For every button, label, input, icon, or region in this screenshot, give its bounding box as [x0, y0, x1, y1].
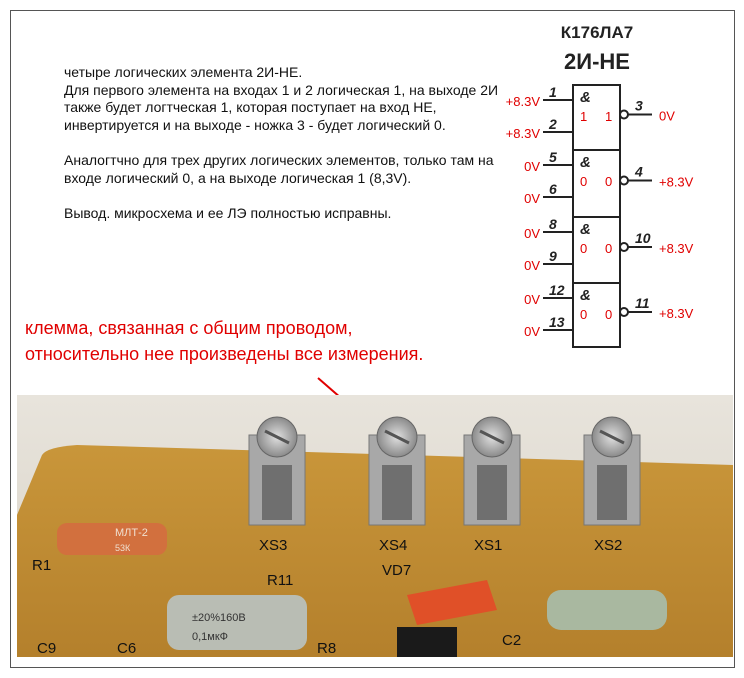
label-r11: R11: [267, 572, 293, 589]
input-pin-number: 13: [549, 314, 565, 330]
output-pin-number: 3: [635, 98, 643, 114]
screw-slot: [264, 429, 290, 445]
terminal-slot: [597, 465, 627, 520]
resistor-value: 53К: [115, 543, 131, 553]
terminal-label-xs4: XS4: [379, 537, 407, 554]
gate-output-logic: 0: [605, 307, 612, 322]
screw-slot: [479, 429, 505, 445]
ground-terminal-note: клемма, связанная с общим проводом, отно…: [25, 315, 423, 367]
output-pin-number: 10: [635, 230, 651, 246]
screw-slot: [599, 429, 625, 445]
input-pin-number: 2: [548, 116, 557, 132]
terminal-slot: [382, 465, 412, 520]
gate-output-logic: 0: [605, 241, 612, 256]
input-voltage: +8.3V: [506, 94, 541, 109]
terminal-slot: [262, 465, 292, 520]
output-pin-number: 4: [634, 164, 643, 180]
chip-type: 2И-НЕ: [564, 49, 630, 74]
label-c6: C6: [117, 640, 136, 657]
description-line1: четыре логических элемента 2И-НЕ.: [64, 64, 303, 80]
gate-input-logic: 0: [580, 241, 587, 256]
label-r8: R8: [317, 640, 336, 657]
resistor-r1: [57, 523, 167, 555]
input-voltage: 0V: [524, 258, 540, 273]
chip-name: К176ЛА7: [561, 23, 633, 42]
capacitor-red: [407, 580, 497, 625]
input-pin-number: 9: [549, 248, 557, 264]
input-pin-number: 12: [549, 282, 565, 298]
gate-output-logic: 0: [605, 174, 612, 189]
description-text: четыре логических элемента 2И-НЕ. Для пе…: [64, 64, 504, 240]
input-voltage: 0V: [524, 191, 540, 206]
input-voltage: +8.3V: [506, 126, 541, 141]
output-pin-number: 11: [635, 295, 650, 311]
gate-symbol: &: [580, 89, 591, 106]
gate-input-logic: 0: [580, 307, 587, 322]
terminal-label-xs1: XS1: [474, 537, 502, 554]
input-voltage: 0V: [524, 292, 540, 307]
description-para2: Аналогтчно для трех других логических эл…: [64, 151, 494, 186]
input-pin-number: 1: [549, 84, 557, 100]
input-pin-number: 5: [549, 149, 557, 165]
output-voltage: +8.3V: [659, 241, 694, 256]
label-r1: R1: [32, 557, 51, 574]
cap-tolerance: ±20%160В: [192, 612, 246, 624]
input-voltage: 0V: [524, 226, 540, 241]
diode: [397, 627, 457, 657]
gate-input-logic: 1: [580, 109, 587, 124]
output-voltage: 0V: [659, 109, 675, 124]
gate-symbol: &: [580, 154, 591, 171]
screw-slot: [384, 429, 410, 445]
gate-output-logic: 1: [605, 109, 612, 124]
output-voltage: +8.3V: [659, 175, 694, 190]
cap-value: 0,1мкФ: [192, 631, 228, 643]
gate-symbol: &: [580, 221, 591, 238]
terminal-slot: [477, 465, 507, 520]
input-pin-number: 6: [549, 181, 557, 197]
terminal-label-xs3: XS3: [259, 537, 287, 554]
image-frame: [10, 10, 735, 668]
capacitor-c6: [167, 595, 307, 650]
board-photo: XS3 XS4 XS1 XS2 МЛТ-2 53К R1 R11 VD7 ±20%16…: [17, 395, 733, 657]
label-vd7: VD7: [382, 562, 411, 579]
gate-symbol: &: [580, 287, 591, 304]
note-line1: клемма, связанная с общим проводом,: [25, 318, 353, 338]
label-c2: C2: [502, 632, 521, 649]
gate-input-logic: 0: [580, 174, 587, 189]
terminal-label-xs2: XS2: [594, 537, 622, 554]
resistor-label: МЛТ-2: [115, 527, 148, 539]
label-c9: C9: [37, 640, 56, 657]
description-para1: Для первого элемента на входах 1 и 2 лог…: [64, 81, 499, 133]
input-pin-number: 8: [549, 216, 557, 232]
input-voltage: 0V: [524, 159, 540, 174]
description-conclusion: Вывод. микросхема и ее ЛЭ полностью испр…: [64, 204, 392, 221]
capacitor-green: [547, 590, 667, 630]
terminals-group: XS3 XS4 XS1 XS2: [248, 416, 641, 554]
input-voltage: 0V: [524, 324, 540, 339]
note-line2: относительно нее произведены все измерен…: [25, 344, 424, 364]
output-voltage: +8.3V: [659, 306, 694, 321]
